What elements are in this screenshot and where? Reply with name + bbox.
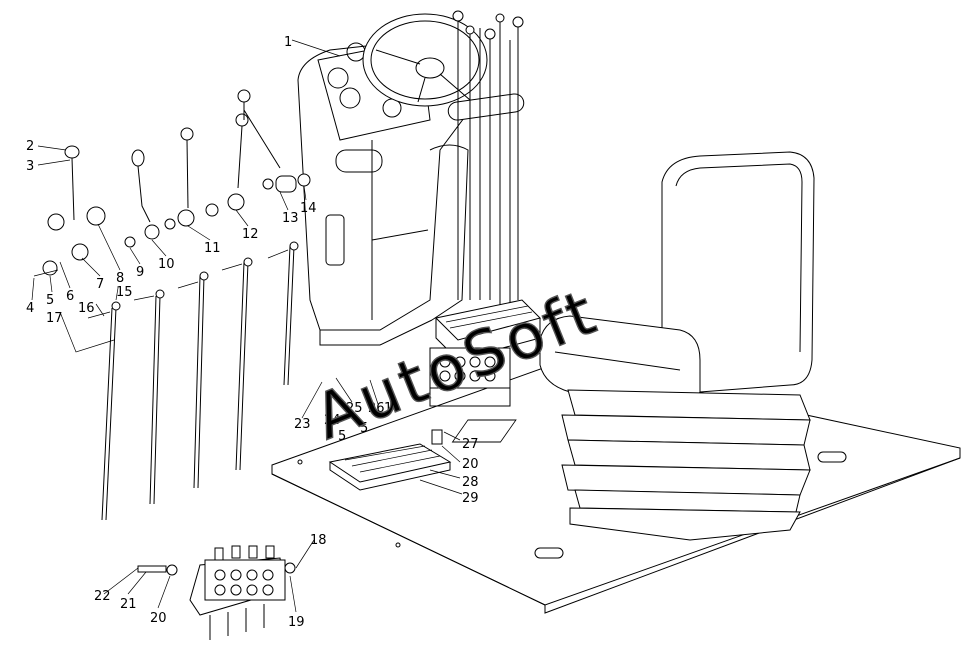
lower-valve-block xyxy=(137,545,296,640)
callout-7: 7 xyxy=(96,277,104,292)
seat-bellows xyxy=(561,389,811,541)
left-levers-exploded xyxy=(42,89,311,276)
callout-5b: 5 xyxy=(338,429,346,444)
callout-14: 14 xyxy=(300,201,317,216)
callout-20: 20 xyxy=(150,611,167,626)
callout-2: 2 xyxy=(26,139,34,154)
callout-1: 1 xyxy=(284,35,292,50)
callout-29: 29 xyxy=(462,491,479,506)
steering-wheel xyxy=(362,13,488,107)
callout-24: 24 xyxy=(324,413,341,428)
callout-23: 23 xyxy=(294,417,311,432)
floor-boot xyxy=(328,429,452,491)
callout-17: 17 xyxy=(46,311,63,326)
push-rods xyxy=(33,241,299,521)
callout-11: 11 xyxy=(204,241,221,256)
callout-22: 22 xyxy=(94,589,111,604)
callout-13: 13 xyxy=(282,211,299,226)
leader-lines xyxy=(31,39,463,613)
callout-16: 16 xyxy=(78,301,95,316)
callout-20b: 20 xyxy=(462,457,479,472)
callout-12: 12 xyxy=(242,227,259,242)
callout-10: 10 xyxy=(158,257,175,272)
callout-9: 9 xyxy=(136,265,144,280)
callout-21: 21 xyxy=(120,597,137,612)
callout-28: 28 xyxy=(462,475,479,490)
callout-8: 8 xyxy=(116,271,124,286)
seat xyxy=(539,151,815,411)
callout-18: 18 xyxy=(310,533,327,548)
callout-4: 4 xyxy=(26,301,34,316)
callout-5: 5 xyxy=(46,293,54,308)
callout-26: 26 xyxy=(368,401,385,416)
callout-1b: 1 xyxy=(384,401,392,416)
callout-15: 15 xyxy=(116,285,133,300)
console-lever-bank xyxy=(434,10,541,361)
callout-27: 27 xyxy=(462,437,479,452)
callout-labels: 1 2 3 4 5 6 7 8 9 10 11 12 13 14 15 16 1… xyxy=(26,35,479,630)
console-valve-block xyxy=(429,347,511,407)
callout-3: 3 xyxy=(26,159,34,174)
callout-19: 19 xyxy=(288,615,305,630)
callout-25: 25 xyxy=(346,401,363,416)
callout-6: 6 xyxy=(66,289,74,304)
callout-5c: 5 xyxy=(360,421,368,436)
